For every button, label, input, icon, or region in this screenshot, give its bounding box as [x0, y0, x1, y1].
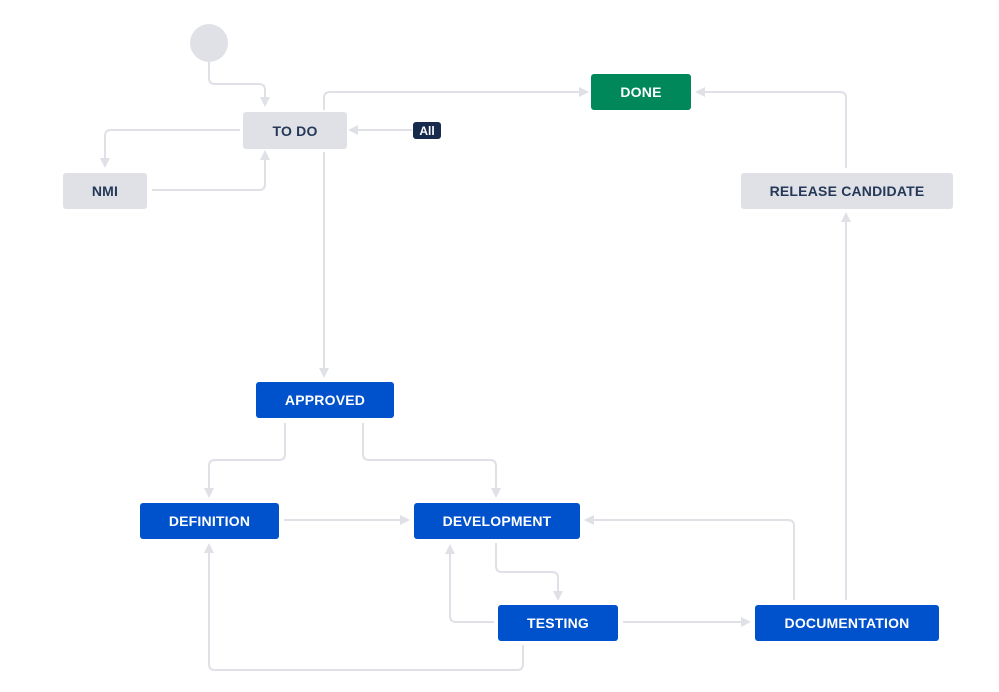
status-documentation[interactable]: DOCUMENTATION [755, 605, 939, 641]
status-development[interactable]: DEVELOPMENT [414, 503, 580, 539]
edge-nmi-to-todo[interactable] [152, 150, 270, 191]
edge-documentation-to-development[interactable] [584, 515, 795, 600]
edge-testing-to-development[interactable] [445, 544, 494, 623]
edge-approved-to-development[interactable] [362, 423, 501, 498]
edge-todo-to-done[interactable] [323, 87, 589, 110]
status-definition[interactable]: DEFINITION [140, 503, 279, 539]
edge-testing-to-definition[interactable] [204, 543, 524, 671]
status-done[interactable]: DONE [591, 74, 691, 110]
status-release-candidate[interactable]: RELEASE CANDIDATE [741, 173, 953, 209]
edge-todo-to-nmi[interactable] [100, 129, 240, 168]
edge-approved-to-definition[interactable] [204, 423, 286, 498]
edge-development-to-testing[interactable] [495, 543, 563, 601]
global-transition-badge[interactable]: All [413, 122, 441, 139]
status-approved[interactable]: APPROVED [256, 382, 394, 418]
status-todo[interactable]: TO DO [243, 112, 347, 149]
edge-start-to-todo[interactable] [208, 62, 270, 107]
status-testing[interactable]: TESTING [498, 605, 618, 641]
start-node[interactable] [190, 24, 228, 62]
status-nmi[interactable]: NMI [63, 173, 147, 209]
edge-release-to-done[interactable] [695, 87, 847, 168]
